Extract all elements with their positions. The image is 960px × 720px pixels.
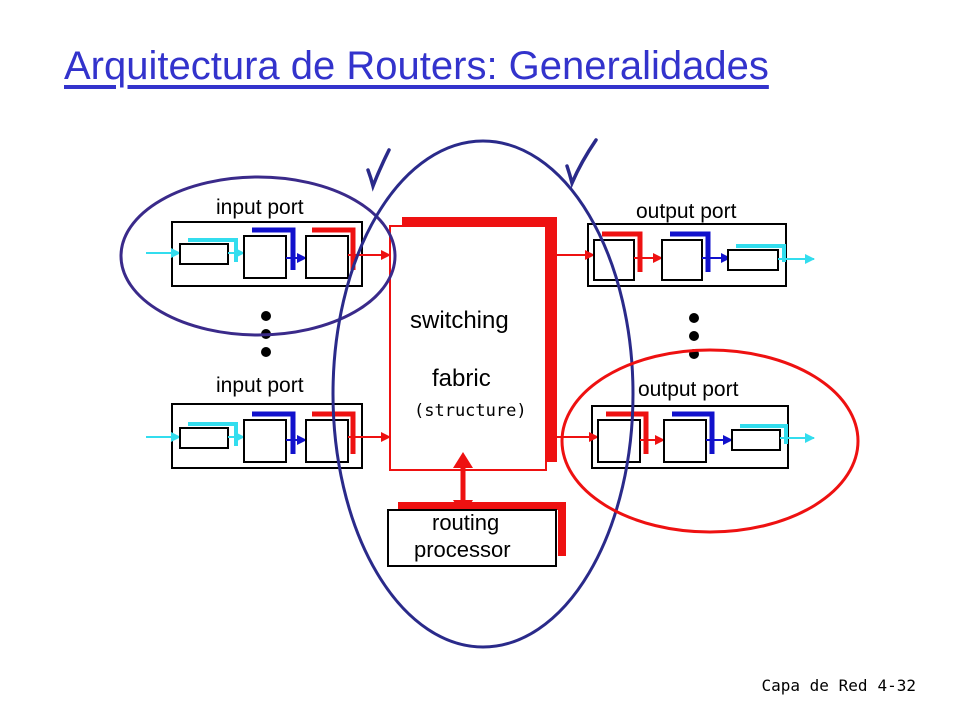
output-port-highlight-ellipse <box>560 348 860 534</box>
blue-queue-shadow <box>252 227 296 270</box>
input-port-bottom: input port <box>146 374 391 469</box>
routing-shadow <box>398 502 566 556</box>
fabric-label: fabric <box>432 365 491 392</box>
data-link-box <box>243 419 287 463</box>
routing-processor: routing processor <box>387 502 566 567</box>
input-port-top: input port <box>146 196 391 287</box>
fabric-box <box>389 225 547 471</box>
check-mark-icon <box>565 138 598 189</box>
slide-footer: Capa de Red 4-32 <box>762 676 917 695</box>
data-link-box <box>243 235 287 279</box>
processor-label: processor <box>414 537 511 562</box>
line-termination-box <box>727 249 779 271</box>
input-port-highlight-ellipse <box>119 175 397 337</box>
page-title: Arquitectura de Routers: Generalidades <box>64 44 769 88</box>
line-termination-box <box>179 243 229 265</box>
lookup-queue-box <box>305 235 349 279</box>
routing-box <box>387 509 557 567</box>
data-link-box <box>663 419 707 463</box>
data-link-box <box>661 239 703 281</box>
line-termination-box <box>179 427 229 449</box>
lookup-queue-box <box>305 419 349 463</box>
output-queue-box <box>597 419 641 463</box>
output-port-bottom-label: output port <box>638 378 739 401</box>
line-termination-box <box>731 429 781 451</box>
input-port-bottom-label: input port <box>216 374 304 397</box>
red-queue-shadow <box>312 227 356 270</box>
input-port-top-label: input port <box>216 196 304 219</box>
output-port-top-label: output port <box>636 200 737 223</box>
structure-label: (structure) <box>414 401 527 421</box>
footer-page-number: 4-32 <box>877 676 916 695</box>
check-mark-icon <box>366 148 391 192</box>
fabric-highlight-ellipse <box>331 139 635 649</box>
switching-label: switching <box>410 307 509 334</box>
routing-label: routing <box>432 510 499 535</box>
footer-section: Capa de Red <box>761 676 868 695</box>
fabric-shadow <box>402 217 557 462</box>
switching-fabric: switching fabric (structure) <box>389 217 557 471</box>
